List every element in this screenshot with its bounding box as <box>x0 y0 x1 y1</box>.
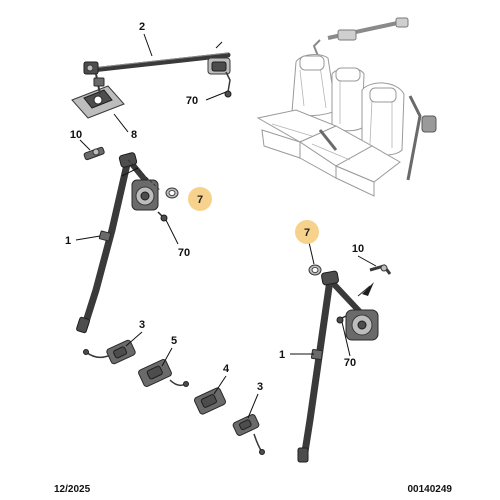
callout-10-left: 10 <box>70 129 82 141</box>
callout-70-top: 70 <box>186 95 198 107</box>
callout-70-right: 70 <box>344 357 356 369</box>
left-seatbelt-part-1 <box>76 152 168 334</box>
callout-3-bottom: 3 <box>257 381 263 393</box>
footer-reference: 00140249 <box>408 484 453 495</box>
anchor-bracket-part-8 <box>71 73 125 119</box>
callout-4: 4 <box>223 363 230 375</box>
guide-cap-left-part-7 <box>165 187 179 199</box>
callout-3-top: 3 <box>139 319 145 331</box>
callout-10-right: 10 <box>352 243 364 255</box>
callout-8: 8 <box>131 129 137 141</box>
footer-date: 12/2025 <box>54 484 91 495</box>
buckle-part-5 <box>138 358 189 388</box>
highlight-circle-right-7 <box>295 220 319 244</box>
callout-2: 2 <box>139 21 145 33</box>
callout-5: 5 <box>171 335 177 347</box>
right-seatbelt-part-1 <box>297 270 379 463</box>
callout-7-right: 7 <box>304 227 310 239</box>
belt-guide-clip-right-part-10 <box>369 264 392 275</box>
upper-belt-rail-part-2 <box>83 41 232 98</box>
buckle-part-4 <box>193 387 227 415</box>
callout-1-right: 1 <box>279 349 285 361</box>
buckle-part-3-top <box>83 339 136 365</box>
callout-70-left: 70 <box>178 247 190 259</box>
belt-guide-clip-left-part-10 <box>83 146 105 161</box>
guide-cap-right-part-7 <box>308 264 322 276</box>
rear-seat-illustration <box>256 17 437 197</box>
buckle-part-3-bottom <box>232 414 265 455</box>
callout-7-left: 7 <box>197 194 203 206</box>
callout-1-left: 1 <box>65 235 71 247</box>
highlight-circle-left-7 <box>188 187 212 211</box>
